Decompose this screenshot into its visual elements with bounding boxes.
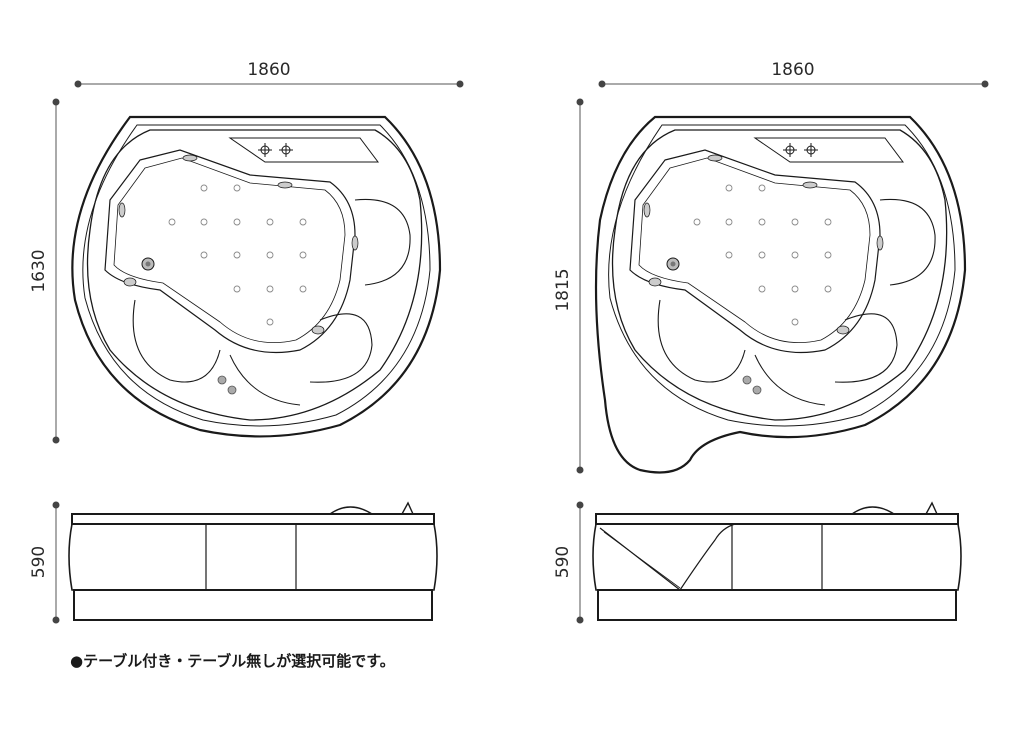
left-side-view: 590 (29, 501, 438, 624)
right-depth-label: 1815 (553, 268, 573, 311)
right-width-label: 1860 (771, 60, 814, 80)
right-depth-dimension (576, 98, 584, 474)
left-depth-dimension (52, 98, 60, 444)
left-width-label: 1860 (247, 60, 290, 80)
right-side-view: 590 (553, 501, 962, 624)
right-height-label: 590 (553, 546, 573, 578)
option-note: ●テーブル付き・テーブル無しが選択可能です。 (70, 652, 395, 670)
left-height-label: 590 (29, 546, 49, 578)
left-width-dimension (74, 80, 464, 88)
left-top-view: 1860 1630 (29, 60, 464, 444)
left-depth-label: 1630 (29, 249, 49, 292)
right-top-view: 1860 1815 (553, 60, 989, 474)
left-height-dimension (52, 501, 60, 624)
right-height-dimension (576, 501, 584, 624)
right-width-dimension (598, 80, 989, 88)
